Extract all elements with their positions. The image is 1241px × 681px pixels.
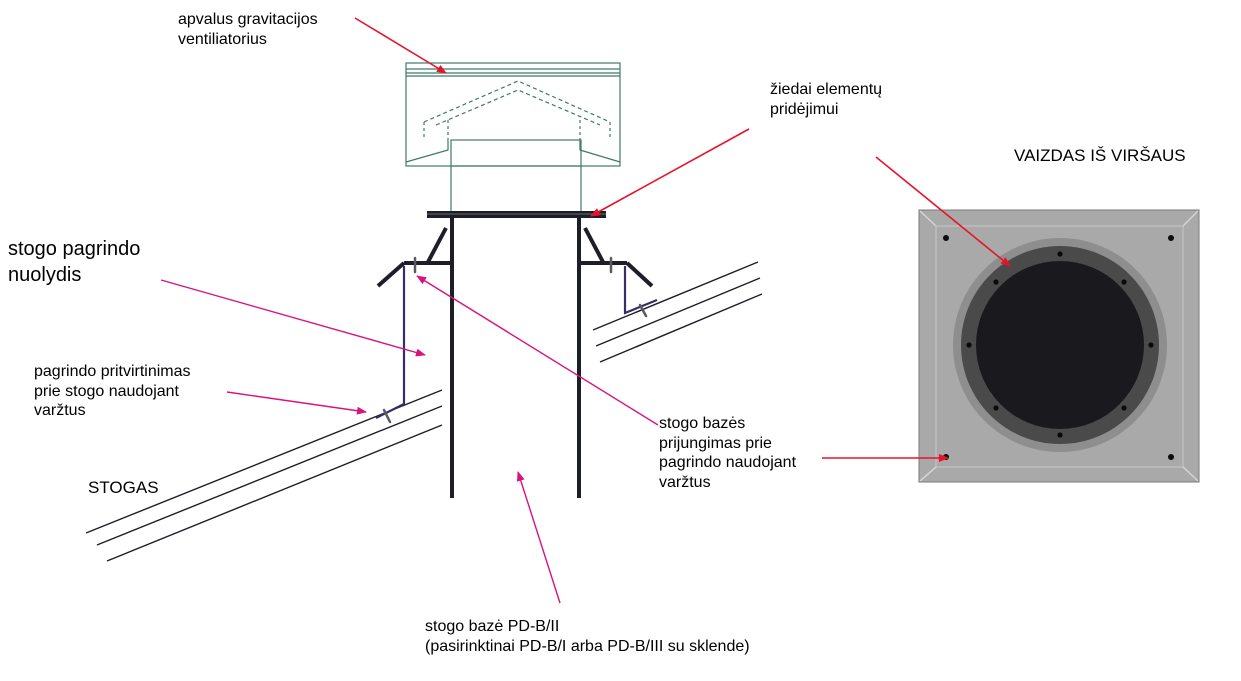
mounting-ring-plate xyxy=(427,211,606,218)
label-base-slope: stogo pagrindo nuolydis xyxy=(8,238,141,286)
label-top-view: VAIZDAS IŠ VIRŠAUS xyxy=(1014,146,1186,165)
label-rings: žiedai elementų pridėjimui xyxy=(770,81,883,118)
fixing-brackets xyxy=(375,266,658,419)
label-roof-base: stogo bazė PD-B/II (pasirinktinai PD-B/I… xyxy=(425,618,750,655)
top-view xyxy=(918,209,1200,483)
label-roof: STOGAS xyxy=(88,478,159,497)
gravity-fan xyxy=(405,62,621,214)
roof-base-duct xyxy=(376,218,654,498)
arrow-icon xyxy=(354,17,1011,462)
label-base-connection: stogo bazės prijungimas prie pagrindo na… xyxy=(659,415,797,491)
arrow-icon xyxy=(160,275,659,604)
label-fan: apvalus gravitacijos ventiliatorius xyxy=(178,11,318,48)
label-base-fixing: pagrindo pritvirtinimas prie stogo naudo… xyxy=(34,363,191,420)
screws xyxy=(382,256,648,424)
